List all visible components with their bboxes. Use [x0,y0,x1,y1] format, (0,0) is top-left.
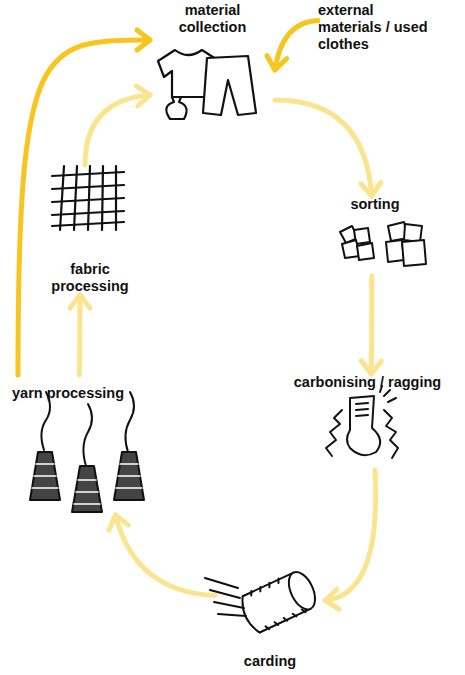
arrow-head [137,30,150,50]
yarn-thread [125,392,134,452]
stage-node: carding [215,548,325,670]
stage-node: carbonising / ragging [275,374,460,470]
trousers-drawing [203,56,256,115]
stage-label: fabric processing [43,261,138,295]
torn-edge [384,410,398,458]
cone-stripes [32,464,142,504]
drum-teeth [250,574,306,630]
stage-label: carbonising / ragging [275,374,460,391]
stage-node: yarn processing [12,375,162,515]
arrow-head [325,589,339,609]
arrow-head [109,515,128,530]
stage-label: external materials / used clothes [318,2,436,53]
yarn-thread [83,404,92,466]
flow-arrow [275,21,318,70]
arrow-head [361,361,381,374]
stage-node: fabric processing [40,165,140,295]
woven-fabric-icon [52,166,124,230]
sock-ribbing [356,403,368,416]
torn-sock-icon [326,386,398,458]
arrow-head [267,56,287,70]
stage-label: yarn processing [12,385,152,402]
stage-node: sorting [320,196,430,276]
arrow-head [136,86,150,106]
fabric-scrap [402,240,426,266]
flow-arrow [116,515,216,596]
stage-node: material collection [150,0,275,125]
torn-edge [326,410,342,456]
input-node: external materials / used clothes [318,0,448,54]
sorted-pieces-icon [340,222,426,266]
stage-label: sorting [325,196,425,213]
flow-arrow [18,40,150,375]
stage-label: carding [220,653,320,670]
fabric-scrap [357,243,374,260]
yarn-cones-icon [30,392,144,512]
flow-arrow [77,295,83,375]
arrow-head [70,295,90,308]
flow-arrow [275,100,372,196]
drum-end [284,568,321,614]
flow-arrow [369,276,375,374]
fibre-lines [205,578,246,616]
yarn-cone [72,466,102,512]
sock-drawing [347,396,380,455]
stage-label: material collection [165,2,260,36]
clothes-icon [158,50,256,119]
arrow-head [361,182,381,196]
carding-drum-icon [205,567,321,636]
flow-arrow [85,95,150,165]
flow-arrow [325,470,376,600]
bag-drawing [166,97,186,119]
fabric-scrap [404,224,422,242]
weft-lines [52,172,124,226]
